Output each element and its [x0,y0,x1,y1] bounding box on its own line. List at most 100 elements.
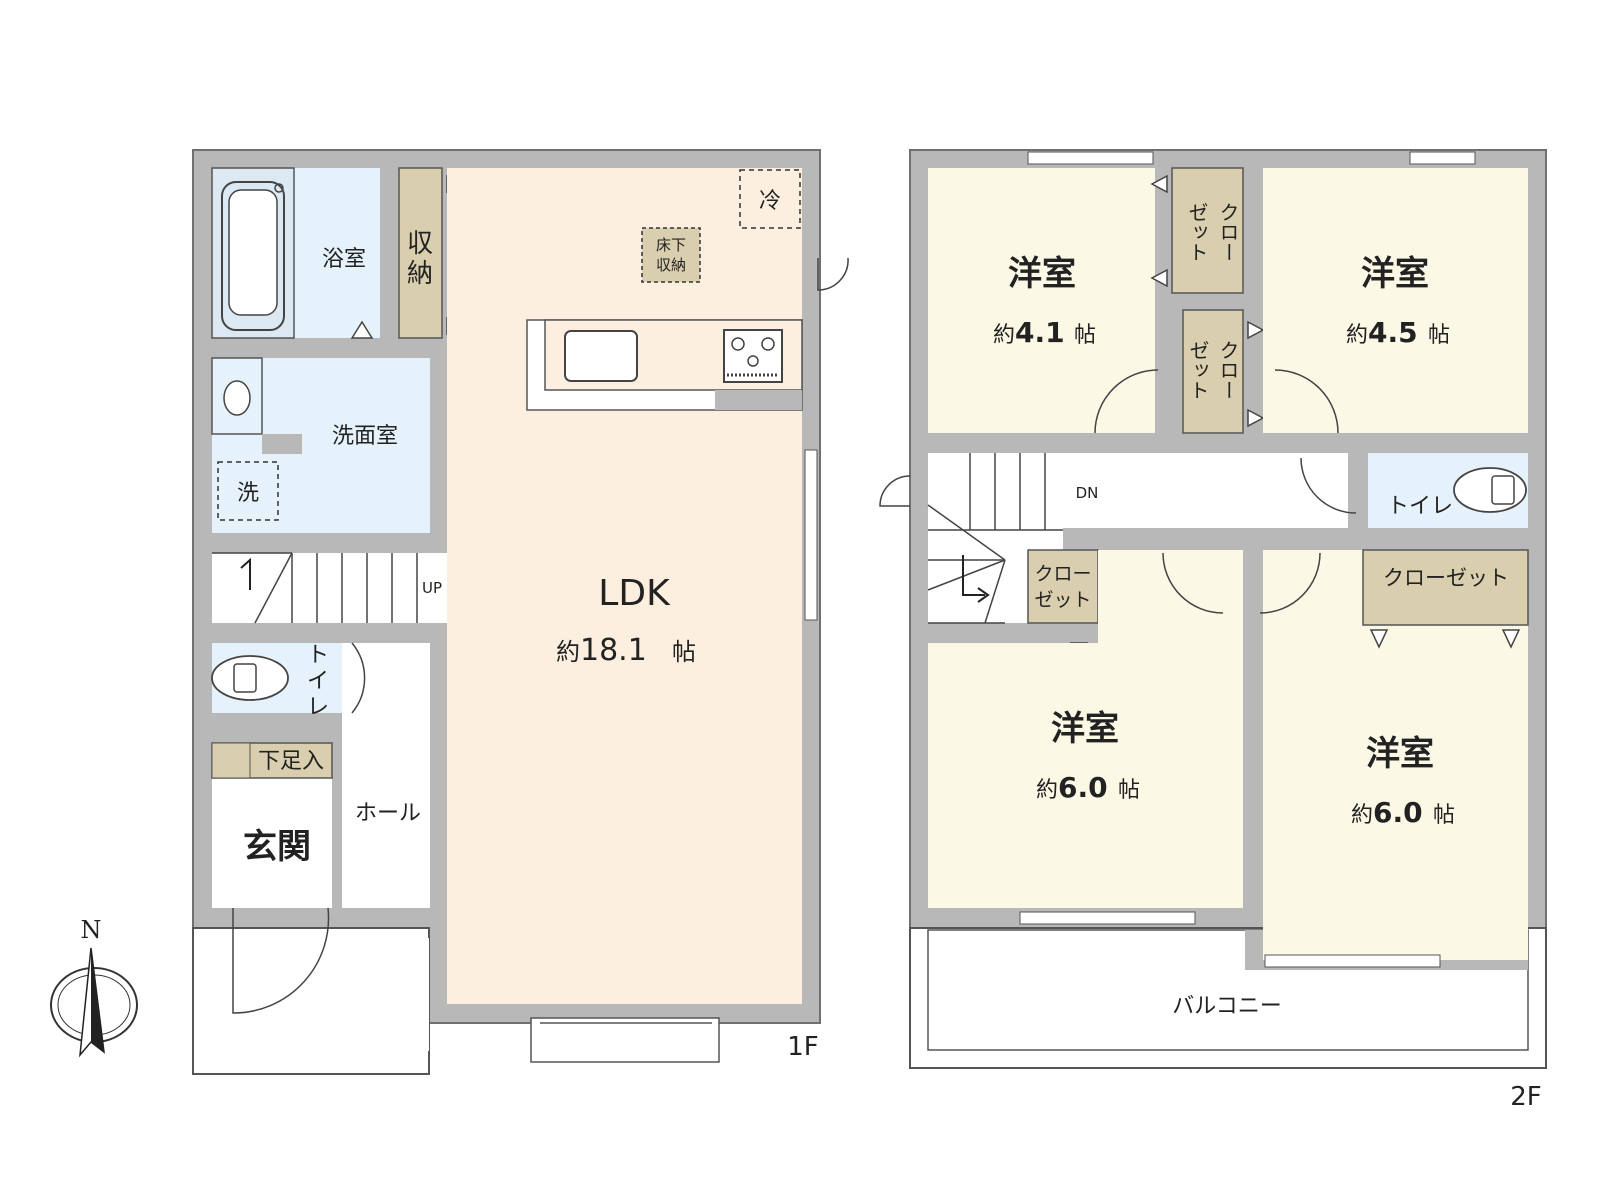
underfloor-label-2: 収納 [656,256,686,274]
room3-name: 洋室 [1051,709,1119,749]
storage-closet [398,167,443,339]
entrance-label: 玄関 [243,827,311,867]
room3-unit: 帖 [1118,778,1140,803]
bathtub-icon [221,181,285,331]
kitchen-wall [715,390,802,410]
storage-label-2: 納 [407,259,433,289]
room3-prefix: 約 [1036,778,1058,803]
hall [342,643,430,908]
room1-name: 洋室 [1008,254,1076,294]
stair-2f-arrowhead-icon [977,587,990,603]
ldk-prefix: 約 [556,638,580,666]
room1-door-swing [1094,369,1159,434]
window-room1 [1027,151,1154,165]
room2-unit: 帖 [1428,323,1450,348]
room2-name: 洋室 [1361,254,1429,294]
stairs-1f [212,553,447,623]
stairs-2f-treads [927,453,1063,624]
floor1-tag: 1F [787,1032,819,1062]
window-room3 [1019,911,1196,925]
room-6-0-left-upper [1098,550,1243,643]
closet2-label-a: クロー [1216,340,1240,400]
closet-small-label-1: クロー [1034,563,1091,585]
bay-window [530,1017,720,1063]
bathtub-inner-icon [228,189,278,316]
floor-2: バルコニー 洋室 約 4.1 帖 クロー ゼット クロー ゼット 洋室 約 4.… [879,149,1547,1112]
closet2-door-icon-top [1247,320,1265,340]
ldk-unit: 帖 [672,638,696,666]
stair-door-swing [879,475,911,507]
fridge-label: 冷 [759,189,781,214]
shoe-cabinet-end [211,742,251,779]
stair-treads [212,552,418,624]
toilet2-label: トイレ [1387,494,1453,519]
closet-small [1027,549,1099,624]
closet-room2 [1182,309,1244,434]
room1-prefix: 約 [993,323,1015,348]
room4-unit: 帖 [1433,803,1455,828]
room3-door-swing [1162,552,1224,614]
hall-label: ホール [355,801,421,826]
washroom-partition [262,434,302,454]
window-room2 [1409,151,1476,165]
room-4-5 [1263,168,1528,433]
toilet2-door-swing [1300,457,1357,514]
room2-size: 4.5 [1368,316,1418,349]
toilet-door-swing [351,642,366,714]
closet2-label-b: ゼット [1186,340,1210,400]
room4-name: 洋室 [1366,734,1434,774]
closet-wide-door-icon-left [1369,629,1389,649]
closet2-door-icon-bottom [1247,408,1265,428]
ldk-room [447,168,802,1004]
closet-room1 [1171,167,1244,294]
room1-unit: 帖 [1074,323,1096,348]
underfloor-label-1: 床下 [656,236,686,254]
toilet-label-1: ト [307,643,329,668]
closet-small-label-2: ゼット [1034,589,1091,611]
room3-size: 6.0 [1058,771,1108,804]
compass-north-label: N [81,916,102,944]
ldk-window-east [804,449,818,621]
room4-size: 6.0 [1373,796,1423,829]
closet1-door-icon-bottom [1150,268,1168,288]
sink-icon [564,330,638,382]
room4-door-swing [1259,552,1321,614]
washer-label: 洗 [237,481,259,506]
room1-size: 4.1 [1015,316,1065,349]
underfloor-storage [641,227,701,283]
toilet-seat-icon-2f [1491,475,1515,505]
front-door-swing [232,907,330,1014]
bath-door-icon [350,320,374,339]
fridge-space [739,169,801,229]
ldk-name: LDK [598,573,671,614]
toilet-icon-2f [1453,467,1527,513]
room-4-1 [928,168,1155,433]
closet1-label-a: クロー [1216,202,1240,262]
closet-wide-label: クローゼット [1383,566,1509,590]
balcony-label: バルコニー [1172,994,1282,1019]
bath-label: 浴室 [322,247,366,272]
basin-icon [223,380,251,416]
floor-1: 浴室 収 納 冷 床下 収納 LDK 約 18.1 帖 洗面室 [192,149,849,1075]
toilet-label-2: イ [307,669,329,694]
stairs-dn-label: DN [1076,484,1099,502]
closet-wide [1362,549,1529,626]
window-room4 [1264,954,1441,968]
drain-icon [274,183,284,193]
storage-label-1: 収 [407,229,433,259]
stairs-up-label: UP [422,579,442,597]
ldk-size: 18.1 [580,633,647,668]
room2-prefix: 約 [1346,323,1368,348]
washroom-label: 洗面室 [332,424,398,449]
burner-icon-1 [731,337,745,351]
burner-icon-2 [761,337,775,351]
washer-space [217,461,279,521]
burner-icon-3 [747,355,759,367]
room2-door-swing [1274,369,1339,434]
stair-arrow-icon [240,557,251,590]
compass-needle-dark-icon [91,948,104,1052]
compass: N [50,916,138,1058]
closet1-label-b: ゼット [1185,202,1209,262]
closet-wide-door-icon-right [1501,629,1521,649]
